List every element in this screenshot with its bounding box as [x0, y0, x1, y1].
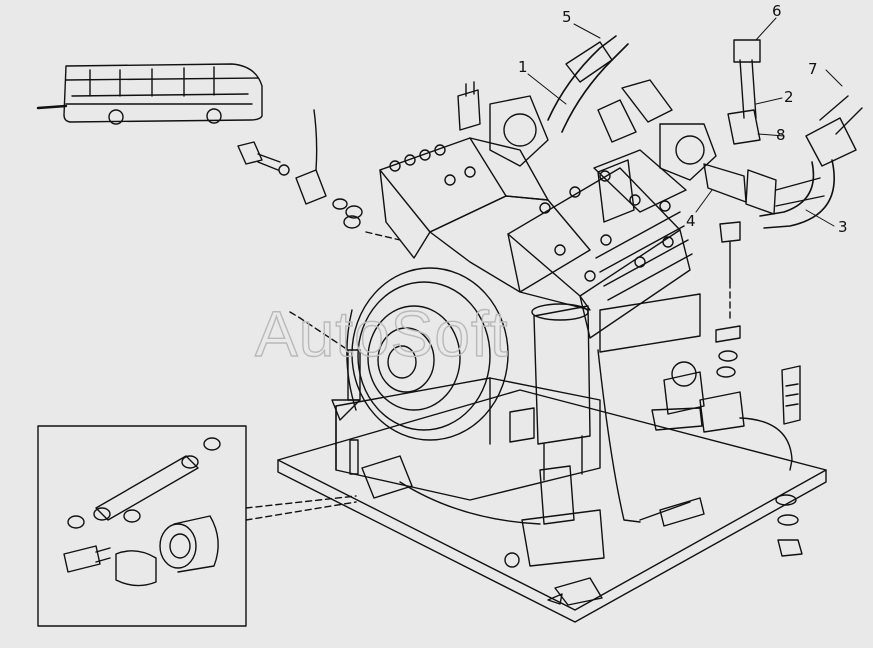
- callout-6: 6: [772, 2, 782, 20]
- callout-2: 2: [784, 88, 794, 106]
- callout-7: 7: [808, 60, 818, 78]
- callout-3: 3: [838, 218, 848, 236]
- callout-labels: 1 2 3 4 5 6 7 8: [518, 2, 848, 236]
- callout-5: 5: [562, 8, 572, 26]
- receiver-dryer: [504, 303, 605, 568]
- bus-thumbnail: [36, 63, 263, 125]
- leader-lines: [527, 17, 843, 227]
- valve-block: [457, 79, 825, 223]
- base-mounts: [289, 311, 541, 525]
- callout-8: 8: [776, 126, 786, 144]
- watermark-text: AutoSoft: [255, 298, 509, 370]
- right-valves: [597, 221, 803, 557]
- inset-detail: [37, 425, 357, 627]
- compressor-block: [331, 137, 701, 501]
- callout-4: 4: [686, 212, 696, 230]
- pulley-clutch: [346, 267, 509, 441]
- base-plate: [277, 389, 827, 623]
- left-fittings: [237, 109, 401, 241]
- head-bolts: [389, 144, 674, 282]
- callout-1: 1: [518, 58, 528, 76]
- hoses: [547, 35, 863, 229]
